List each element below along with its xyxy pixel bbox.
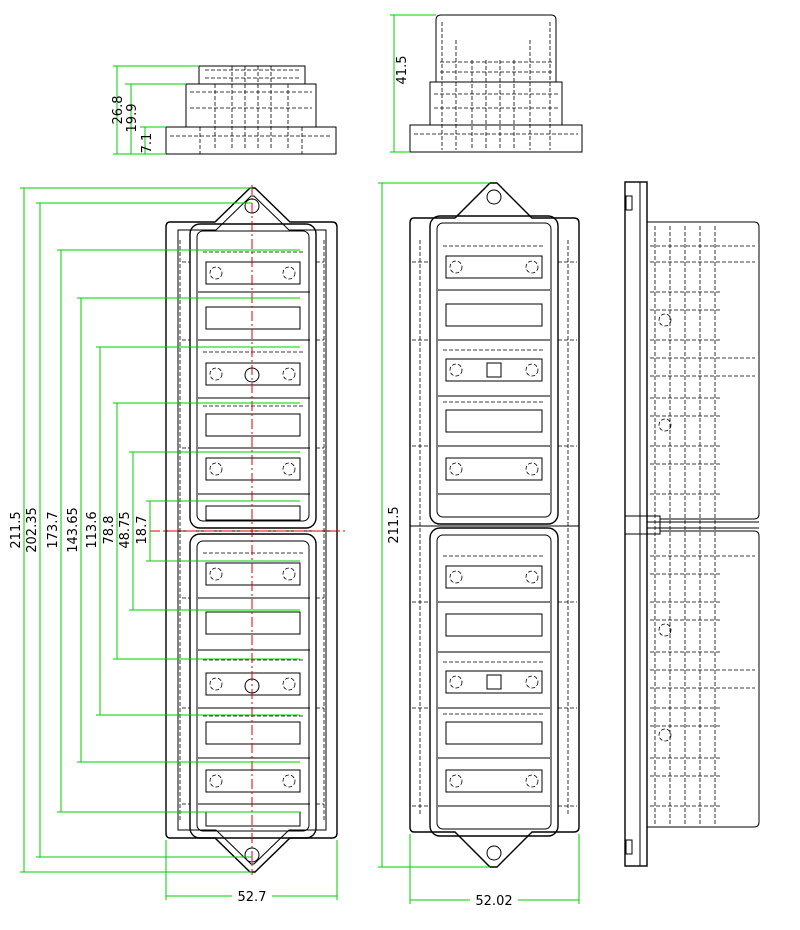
dim-26-8: 26.8 xyxy=(111,96,126,125)
dim-7-1: 7.1 xyxy=(140,133,155,154)
dim-52-7: 52.7 xyxy=(238,890,267,905)
top-right-elevation-view: 41.5 xyxy=(390,14,583,153)
middle-view-dimensions xyxy=(378,182,580,904)
dim-113-6: 113.6 xyxy=(85,511,100,548)
middle-view xyxy=(409,182,580,868)
dim-52-02: 52.02 xyxy=(475,894,512,909)
dim-19-9: 19.9 xyxy=(125,104,140,133)
dim-18-7: 18.7 xyxy=(135,516,150,545)
front-view xyxy=(150,185,345,875)
dim-41-5: 41.5 xyxy=(395,56,410,85)
dim-202-35: 202.35 xyxy=(25,507,40,553)
side-view xyxy=(624,181,760,867)
dim-48-75: 48.75 xyxy=(118,511,133,548)
dim-211-5-front: 211.5 xyxy=(9,511,24,548)
dim-211-5-middle: 211.5 xyxy=(387,506,402,543)
front-view-dimensions xyxy=(20,187,338,900)
dim-78-8: 78.8 xyxy=(102,516,117,545)
top-left-elevation-view: 26.8 19.9 7.1 xyxy=(111,65,337,155)
dim-143-65: 143.65 xyxy=(66,507,81,553)
dim-173-7: 173.7 xyxy=(46,511,61,548)
